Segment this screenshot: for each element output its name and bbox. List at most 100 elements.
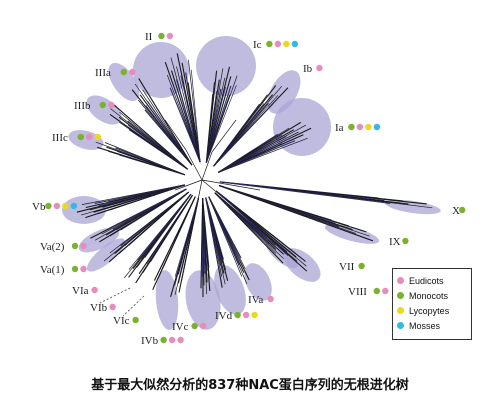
- clade-shade-iiib: [86, 95, 122, 125]
- clade-shade-iva: [244, 263, 272, 301]
- eudicots-dot-icon: [108, 101, 115, 109]
- clade-shade-iiia: [108, 62, 140, 102]
- clade-label-vic: VIc: [113, 315, 130, 327]
- leader-vib: [99, 287, 131, 304]
- clade-label-vii: VII: [339, 261, 355, 273]
- clade-shade-viii: [283, 248, 321, 282]
- monocots-dot-icon: [77, 133, 85, 141]
- branch-ivc: [200, 197, 203, 268]
- clade-label-iiic: IIIc: [52, 132, 68, 144]
- monocots-dot-icon: [71, 265, 79, 273]
- clade-shade-ivd: [214, 265, 246, 315]
- eudicots-dot-icon: [242, 311, 250, 319]
- branch-ic: [205, 94, 231, 163]
- branch-ivd: [205, 197, 220, 269]
- clade-label-vib: VIb: [90, 302, 108, 314]
- branch-vii: [214, 192, 284, 264]
- clade-label-ii: II: [145, 31, 153, 43]
- branch-ia: [218, 137, 308, 173]
- branch-ic: [205, 70, 218, 163]
- legend-box: Eudicots Monocots Lycopytes Mosses: [392, 268, 472, 340]
- clade-label-vb: Vb: [32, 201, 46, 213]
- clade-label-ivc: IVc: [172, 321, 189, 333]
- lycopytes-dot-icon: [365, 123, 372, 131]
- lycopytes-dot-icon: [283, 40, 290, 48]
- clade-shade-ii: [133, 42, 189, 98]
- branch-va1: [109, 191, 189, 254]
- clade-label-layer: IIIcIbIaIIIaIIIbIIIcVbVa(2)Va(1)VIaVIbVI…: [32, 31, 466, 347]
- eudicots-dot-icon: [166, 32, 174, 40]
- monocots-dot-icon: [358, 262, 365, 270]
- backbone-branch: [185, 149, 203, 181]
- clade-label-viii: VIII: [348, 286, 367, 298]
- branch-ii: [176, 66, 201, 163]
- legend-item-mosses: Mosses: [397, 318, 467, 333]
- clade-label-via: VIa: [72, 285, 89, 297]
- branch-iiic: [104, 142, 185, 176]
- branch-ii: [190, 69, 201, 163]
- monocots-dot-icon: [132, 316, 139, 324]
- clade-label-iva: IVa: [248, 294, 263, 306]
- lycopytes-dot-icon: [251, 311, 258, 319]
- monocots-dot-icon: [402, 237, 409, 245]
- mosses-dot-icon: [70, 202, 78, 210]
- backbone-branch: [174, 179, 203, 191]
- monocots-dot-icon: [99, 101, 107, 109]
- clade-shade-va1: [86, 238, 126, 272]
- monocots-dot-icon: [459, 206, 466, 214]
- legend-label: Mosses: [409, 320, 441, 331]
- branch-ia: [218, 140, 296, 173]
- eudicots-dot-icon: [267, 295, 274, 303]
- eudicots-dot-icon: [168, 336, 176, 344]
- branch-iva: [208, 196, 243, 277]
- eudicots-dot-icon: [199, 322, 207, 330]
- branch-vib: [138, 194, 193, 275]
- eudicots-dot-icon: [316, 64, 323, 72]
- eudicots-dot-icon: [177, 336, 184, 344]
- clade-label-ivb: IVb: [141, 335, 159, 347]
- branch-vic: [153, 196, 196, 281]
- clade-label-va1: Va(1): [40, 264, 65, 276]
- backbone-branch: [164, 119, 187, 151]
- clade-label-ix: IX: [389, 236, 401, 248]
- branch-iiia: [146, 100, 193, 166]
- monocots-dot-icon: [266, 40, 273, 48]
- branch-iiia: [138, 78, 193, 166]
- branch-vb: [81, 184, 185, 205]
- branch-layer: [76, 53, 433, 317]
- eudicots-dot-icon: [86, 133, 93, 141]
- clade-shade-ix: [324, 224, 380, 244]
- lycopytes-dot-icon: [94, 133, 102, 141]
- legend-label: Lycopytes: [409, 305, 450, 316]
- lycopytes-dot-icon: [397, 307, 404, 314]
- clade-label-ia: Ia: [335, 122, 344, 134]
- clade-label-ib: Ib: [303, 63, 313, 75]
- eudicots-dot-icon: [109, 303, 116, 311]
- eudicots-dot-icon: [80, 242, 87, 250]
- branch-va2: [108, 188, 187, 229]
- monocots-dot-icon: [71, 242, 79, 250]
- eudicots-dot-icon: [382, 287, 389, 295]
- backbone-branch: [201, 179, 261, 191]
- monocots-dot-icon: [373, 287, 380, 295]
- clade-label-ic: Ic: [253, 39, 262, 51]
- clade-label-x: X: [452, 205, 460, 217]
- clade-label-va2: Va(2): [40, 241, 65, 253]
- branch-x: [219, 181, 391, 204]
- lycopytes-dot-icon: [62, 202, 69, 210]
- branch-ii: [187, 82, 201, 163]
- legend-item-lycopytes: Lycopytes: [397, 303, 467, 318]
- eudicots-dot-icon: [80, 265, 87, 273]
- figure-caption: 基于最大似然分析的837种NAC蛋白序列的无根进化树: [91, 378, 409, 393]
- mosses-dot-icon: [291, 40, 299, 48]
- monocots-dot-icon: [397, 292, 404, 299]
- eudicots-dot-icon: [91, 286, 98, 294]
- clade-label-iiib: IIIb: [74, 100, 91, 112]
- monocots-dot-icon: [158, 32, 165, 40]
- eudicots-dot-icon: [53, 202, 61, 210]
- branch-viii: [215, 190, 289, 257]
- clade-shade-ivb: [155, 270, 179, 330]
- eudicots-dot-icon: [274, 40, 282, 48]
- monocots-dot-icon: [45, 202, 52, 210]
